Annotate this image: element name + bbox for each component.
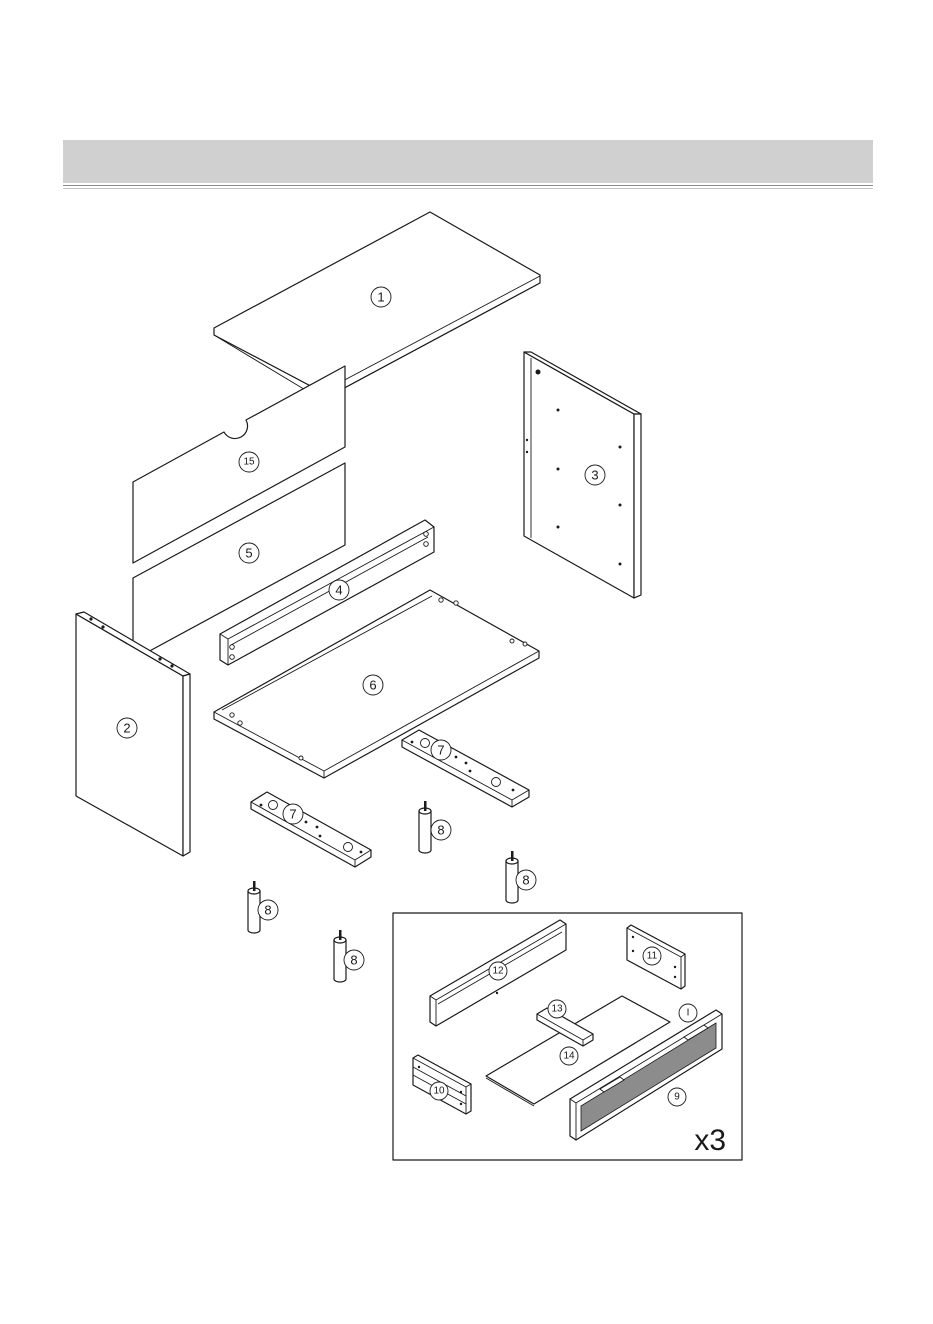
part-label-4: 4: [335, 583, 342, 598]
part-label-5: 5: [245, 546, 252, 561]
part-label-11: 11: [647, 951, 658, 962]
part-label-13: 13: [551, 1004, 563, 1015]
part-label-3: 3: [591, 468, 598, 483]
drawer-quantity: x3: [694, 1124, 726, 1157]
part-label-8: 8: [437, 823, 444, 838]
part-label-14: 14: [563, 1051, 575, 1062]
part-8-leg-1: 8: [419, 801, 451, 853]
part-8-leg-2: 8: [506, 851, 536, 903]
part-label-15: 15: [243, 457, 255, 468]
part-label-6: 6: [369, 678, 376, 693]
part-7-base-rail-left: 7: [251, 792, 371, 867]
part-2-left-side-panel: 2: [76, 612, 190, 856]
part-7-base-rail-right: 7: [402, 730, 529, 807]
part-8-leg-4: 8: [334, 930, 364, 982]
drawer-marker: I: [679, 1004, 697, 1022]
part-3-right-side-panel: 3: [524, 352, 641, 598]
part-label-12: 12: [492, 966, 504, 977]
part-label-9: 9: [674, 1092, 680, 1103]
drawer-marker-label: I: [687, 1008, 690, 1019]
drawer-parts-inset: 12 11 14 13: [393, 913, 742, 1160]
part-label-10: 10: [433, 1086, 445, 1097]
part-label-1: 1: [377, 290, 384, 305]
part-1-top-panel: 1: [214, 212, 540, 400]
part-label-7: 7: [437, 743, 444, 758]
part-label-8-fourth: 8: [350, 953, 357, 968]
part-label-8-third: 8: [264, 903, 271, 918]
part-label-8-second: 8: [522, 873, 529, 888]
part-label-7-second: 7: [289, 807, 296, 822]
part-label-2: 2: [123, 721, 130, 736]
part-8-leg-3: 8: [248, 881, 278, 933]
